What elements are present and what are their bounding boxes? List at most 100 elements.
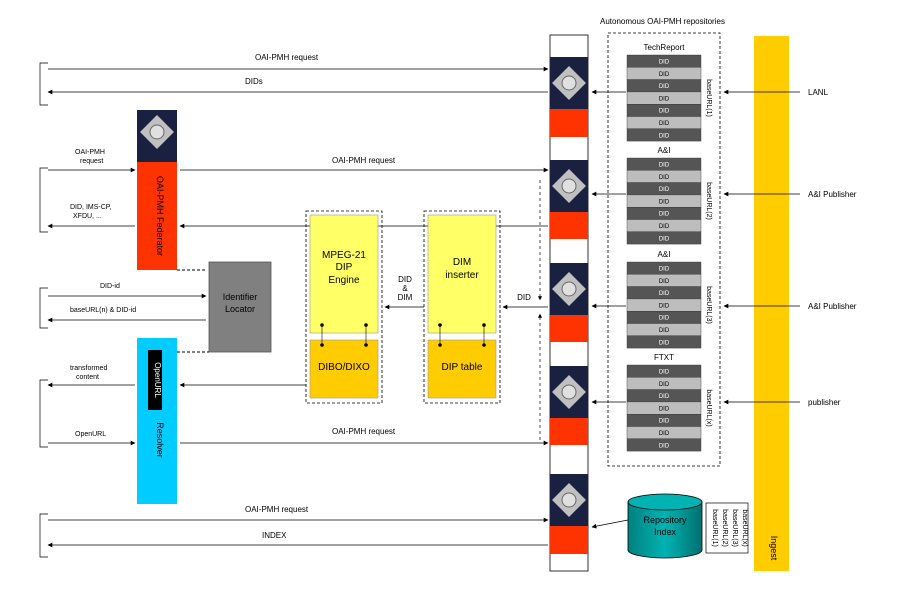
did-row-label: DID (659, 328, 670, 334)
dibo-label: DIBO/DIXO (318, 362, 370, 373)
mpeg-label-1: MPEG-21 (322, 250, 366, 261)
did-row-label: DID (659, 96, 670, 102)
did-row-label: DID (659, 419, 670, 425)
ingest-source-label: A&I Publisher (808, 190, 857, 199)
did-row (626, 335, 702, 349)
repositories-container (607, 32, 721, 467)
oai-pmh-request-top-label: OAI-PMH request (255, 53, 319, 62)
repository-1: TechReportDIDDIDDIDDIDDIDDIDDIDbaseURL(1… (591, 43, 712, 142)
repository-index: Repository Index baseURL(1)baseURL(2)bas… (591, 493, 749, 559)
strip-node-3 (550, 263, 588, 342)
did-row-label: DID (659, 431, 670, 437)
repo-index-label-1: Repository (643, 515, 687, 525)
did-row-label: DID (659, 236, 670, 242)
repository-title: FTXT (654, 353, 674, 362)
repositories-header: Autonomous OAI-PMH repositories (600, 17, 725, 26)
repo-index-label-2: Index (654, 527, 677, 537)
oai-pmh-small-label-2: request (80, 158, 103, 165)
did-row-label: DID (659, 394, 670, 400)
left-flow-locator: DID-id baseURL(n) & DID-id (39, 283, 207, 329)
did-row-label: DID (659, 406, 670, 412)
identifier-locator: Identifier Locator (177, 261, 272, 353)
did-row-label: DID (659, 199, 670, 205)
did-row-label: DID (659, 60, 670, 66)
oai-pmh-request-mid-label-2: OAI-PMH request (332, 427, 396, 436)
ingest-source-label: publisher (808, 398, 841, 407)
repository-baseurl: baseURL(2) (705, 182, 712, 220)
did-row-label: DID (659, 291, 670, 297)
did-dim-flow: DID & DIM (384, 275, 424, 310)
did-row-label: DID (659, 121, 670, 127)
resolver: OpenURL Resolver (137, 338, 177, 504)
repository-3: A&I DID DID DID DID DID DID DID baseURL(3) (591, 250, 712, 349)
openurl-flow-label: OpenURL (75, 431, 106, 438)
mpeg-label-2: DIP (336, 262, 353, 273)
oai-pmh-request-mid-label: OAI-PMH request (332, 156, 396, 165)
resolver-mid-flows: OAI-PMH request (179, 382, 549, 446)
ingest-source-label: A&I Publisher (808, 302, 857, 311)
index-baseurl: baseURL(x) (741, 509, 748, 546)
resolver-label: Resolver (155, 422, 165, 458)
did-row-label: DID (659, 340, 670, 346)
did-row-label: DID (659, 175, 670, 181)
did-ims-label-1: DID, IMS-CP, (70, 204, 112, 211)
openurl-badge-label: OpenURL (153, 362, 162, 398)
repository-baseurl: baseURL(1) (705, 79, 712, 117)
did-row-label: DID (659, 303, 670, 309)
did-row-label: DID (659, 187, 670, 193)
mpeg21-dip-engine: MPEG-21 DIP Engine DIBO/DIXO (305, 210, 383, 404)
identifier-locator-label-1: Identifier (223, 292, 258, 302)
dids-top-label: DIDs (245, 77, 263, 86)
ingest-source-2: A&I Publisher (723, 190, 857, 199)
ingest-source-4: publisher (723, 398, 841, 407)
index-label: INDEX (262, 531, 287, 540)
strip-node-5 (550, 474, 588, 554)
dim-label-2: inserter (445, 270, 479, 281)
federator-label: OAI-PMH Federator (155, 176, 165, 256)
dim-label-1: DIM (453, 257, 471, 268)
did-row-label: DID (659, 267, 670, 273)
repositories-group: TechReportDIDDIDDIDDIDDIDDIDDIDbaseURL(1… (591, 43, 712, 452)
did-row-label: DID (659, 279, 670, 285)
did-row-label: DID (659, 316, 670, 322)
oai-pmh-request-bottom-label: OAI-PMH request (245, 505, 309, 514)
ingest-source-label: LANL (808, 88, 829, 97)
did-dim-label-3: DIM (398, 293, 413, 302)
left-flow-federator: OAI-PMH request DID, IMS-CP, XFDU, ... (39, 149, 136, 233)
did-row-label: DID (659, 133, 670, 139)
repository-title: A&I (658, 146, 671, 155)
dim-inserter: DIM inserter DIP table (423, 210, 501, 404)
did-row-label: DID (659, 212, 670, 218)
did-row-label: DID (659, 84, 670, 90)
mpeg-label-3: Engine (328, 275, 360, 286)
repository-title: A&I (658, 250, 671, 259)
ingest-label: Ingest (769, 536, 779, 561)
left-flow-index: OAI-PMH request INDEX (39, 505, 549, 558)
oai-pmh-federator: OAI-PMH Federator (137, 110, 206, 271)
index-baseurl-list: baseURL(1)baseURL(2)baseURL(3)baseURL(x) (711, 509, 748, 547)
did-row-label: DID (659, 443, 670, 449)
dip-table-label: DIP table (442, 362, 483, 373)
did-flow: DID (502, 180, 548, 440)
did-row-label: DID (659, 72, 670, 78)
did-row-label: DID (659, 224, 670, 230)
identifier-locator-label-2: Locator (225, 304, 255, 314)
repository-strip (549, 34, 589, 572)
did-row-label: DID (659, 109, 670, 115)
transformed-label-1: transformed (70, 365, 107, 372)
repository-baseurl: baseURL(3) (705, 286, 712, 324)
did-dim-label-1: DID (398, 275, 412, 284)
ingest-source-1: LANL (723, 88, 829, 97)
index-baseurl: baseURL(3) (731, 509, 738, 547)
index-baseurl: baseURL(1) (711, 509, 718, 547)
did-row (626, 231, 702, 245)
did-id-label: DID-id (100, 283, 120, 290)
oai-pmh-small-label-1: OAI-PMH (75, 149, 105, 156)
did-flow-label: DID (517, 293, 531, 302)
did-row-label: DID (659, 382, 670, 388)
strip-node-1 (550, 57, 588, 137)
ingest-source-3: A&I Publisher (723, 302, 857, 311)
transformed-label-2: content (76, 374, 99, 381)
